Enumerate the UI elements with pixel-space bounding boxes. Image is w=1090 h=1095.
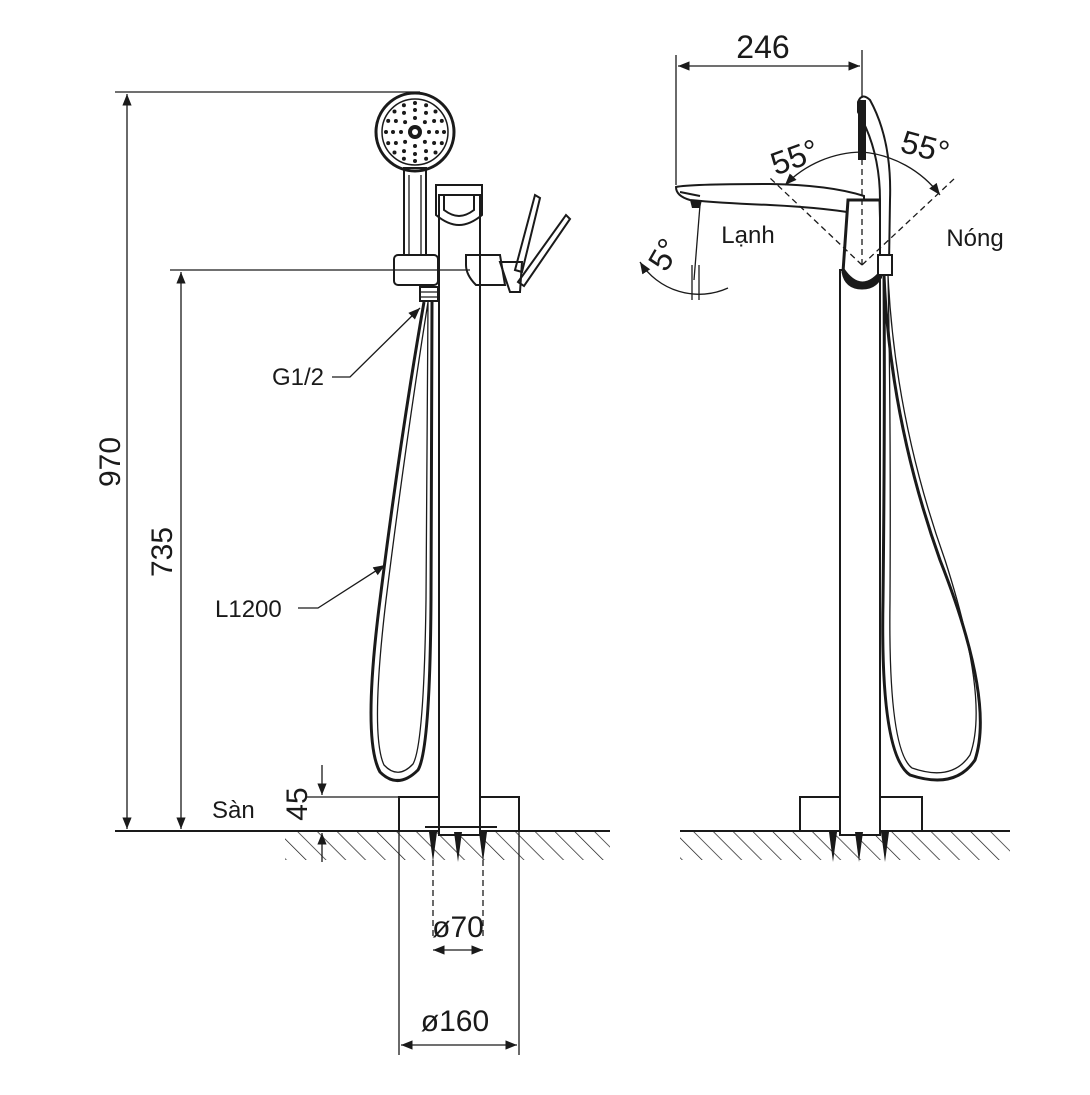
nozzle-dot	[413, 101, 417, 105]
shower-hose-right	[881, 274, 982, 782]
nozzle-dot	[401, 103, 406, 108]
nozzle-dot	[386, 141, 391, 146]
nozzle-dot	[393, 141, 398, 145]
nozzle-dot	[432, 141, 437, 145]
nozzle-dot	[424, 110, 428, 115]
tilt-angle-label: 5°	[641, 232, 687, 276]
nozzle-dot	[384, 130, 388, 134]
nozzle-dot	[427, 130, 431, 134]
nozzle-dot	[413, 116, 417, 120]
hand-shower-side	[857, 95, 893, 276]
handle-height-dim: 735	[146, 527, 179, 577]
anchor-bolts-right	[829, 832, 889, 862]
column-left	[438, 194, 481, 836]
nozzle-dot	[439, 141, 444, 146]
spout-length-dim-lines	[675, 50, 863, 185]
nozzle-dot	[413, 144, 417, 148]
shower-hose-left	[369, 301, 434, 782]
nozzle-dot	[433, 109, 438, 114]
nozzle-dot	[403, 139, 408, 144]
nozzle-dot	[422, 139, 427, 144]
nozzle-dot	[413, 108, 417, 112]
valve-body-left	[435, 184, 483, 227]
outer-diameter-dim: ø160	[421, 1005, 489, 1038]
nozzle-dot	[439, 118, 444, 123]
nozzle-dot	[403, 120, 408, 125]
nozzle-dot	[424, 156, 429, 161]
nozzle-dot	[401, 156, 406, 161]
nozzle-dot	[402, 149, 406, 154]
nozzle-dot	[402, 110, 406, 115]
nozzle-dot	[391, 130, 395, 134]
nozzle-dot	[393, 119, 398, 123]
nozzle-dot	[442, 130, 446, 134]
floor-hatching-left	[115, 830, 610, 860]
nozzle-dot	[413, 152, 417, 156]
nozzle-dot	[433, 150, 438, 155]
hot-angle-label: 55°	[897, 123, 953, 170]
hose-connector	[419, 286, 439, 302]
spout-length-dim: 246	[736, 29, 789, 65]
total-height-dim: 970	[94, 437, 127, 487]
nozzle-dot	[413, 159, 417, 163]
nozzle-dot	[424, 149, 428, 154]
shower-nozzles	[384, 101, 446, 163]
side-view: 246 55° 55° 5° Lạnh Nóng	[639, 29, 1010, 862]
hose-length-label: L1200	[215, 596, 282, 623]
lever-handle-left	[498, 193, 572, 293]
cold-label: Lạnh	[721, 222, 774, 249]
nozzle-dot	[399, 130, 403, 134]
base-height-dim: 45	[281, 787, 314, 820]
hand-shower-handle	[403, 167, 427, 259]
cold-angle-label: 55°	[766, 132, 824, 182]
nozzle-dot	[422, 120, 427, 125]
nozzle-dot	[392, 109, 397, 114]
nozzle-dot	[392, 150, 397, 155]
column-right	[839, 269, 881, 836]
dimension-lines-left	[115, 91, 517, 1050]
nozzle-dot	[435, 130, 439, 134]
angle-indicators	[639, 140, 956, 300]
front-view: 970 735 45 Sàn G1/2 L1200 ø70 ø160	[94, 91, 610, 1055]
hot-label: Nóng	[946, 225, 1003, 252]
spout-right	[674, 182, 865, 217]
inner-diameter-dim: ø70	[432, 911, 484, 944]
connector-thread-label: G1/2	[272, 364, 324, 391]
floor-label: Sàn	[212, 797, 255, 824]
nozzle-dot	[386, 118, 391, 123]
nozzle-dot	[424, 103, 429, 108]
anchor-bolts-left	[398, 826, 520, 1055]
nozzle-dot	[432, 119, 437, 123]
